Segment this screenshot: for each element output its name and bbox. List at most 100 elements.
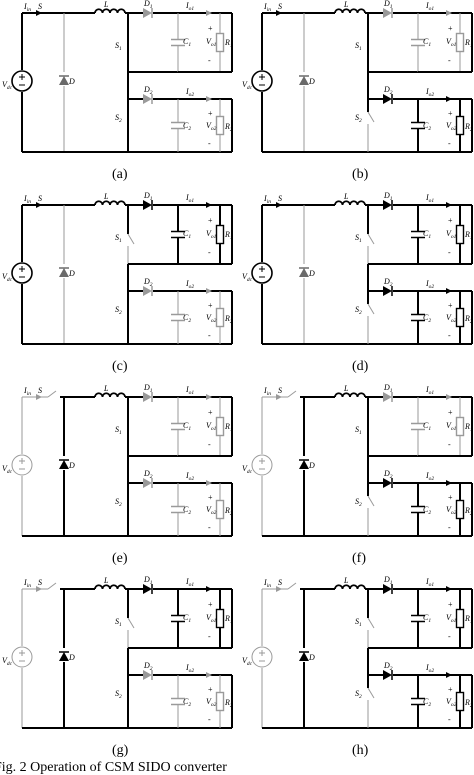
iin-label: Iin xyxy=(263,194,271,205)
resistor-r2-body xyxy=(455,499,465,520)
diode-d1-anode xyxy=(383,8,392,18)
s2-label: S2 xyxy=(115,497,122,508)
diode-d2 xyxy=(143,478,153,488)
current-arrow xyxy=(276,10,282,16)
circuit-panel-h: VdcSIinLDS1S2D1Io1C1R1Vo1+-D2Io2C2R2Vo2+… xyxy=(242,575,473,758)
diode-d-anode xyxy=(299,76,309,85)
resistor-r2 xyxy=(215,675,225,728)
resistor-r1-body xyxy=(455,416,465,437)
vdc-label: Vdc xyxy=(242,464,253,475)
d1-label: D1 xyxy=(143,191,153,202)
vo1-minus: - xyxy=(208,56,211,65)
diode-d xyxy=(299,75,309,85)
d-label: D xyxy=(68,461,75,470)
diode-d-anode xyxy=(299,460,309,469)
io2-label: Io2 xyxy=(185,279,194,290)
c2-label: C2 xyxy=(183,505,191,516)
vo1-label: Vo1 xyxy=(446,421,457,432)
d1-label: D1 xyxy=(143,383,153,394)
capacitor-c2 xyxy=(411,291,425,344)
resistor-r1 xyxy=(455,589,465,648)
s-label: S xyxy=(38,2,42,11)
diode-d-anode xyxy=(59,76,69,85)
source-body xyxy=(251,262,273,284)
resistor-r1-body xyxy=(215,224,225,245)
vo1-minus: - xyxy=(448,440,451,449)
vo1-label: Vo1 xyxy=(206,421,217,432)
current-arrow xyxy=(206,96,212,102)
d1-label: D1 xyxy=(143,575,153,586)
diode-d xyxy=(59,267,69,277)
resistor-r2-body xyxy=(215,307,225,328)
l-label: L xyxy=(343,384,349,393)
diode-d1 xyxy=(383,584,393,594)
vo2-minus: - xyxy=(448,523,451,532)
vo1-minus: - xyxy=(448,632,451,641)
diode-d1-anode xyxy=(143,200,152,210)
s1-label: S1 xyxy=(115,425,122,436)
circuit-panels: VdcSIinLDS1S2D1Io1C1R1Vo1+-D2Io2C2R2Vo2+… xyxy=(2,0,473,758)
current-arrow xyxy=(446,586,452,592)
capacitor-c1 xyxy=(171,397,185,456)
io1-label: Io1 xyxy=(185,385,194,396)
current-arrow xyxy=(206,672,212,678)
diode-d xyxy=(299,459,309,469)
vo2-minus: - xyxy=(208,139,211,148)
capacitor-c1 xyxy=(411,205,425,264)
capacitor-c1 xyxy=(411,13,425,72)
d-label: D xyxy=(308,653,315,662)
current-arrow xyxy=(446,202,452,208)
current-arrow xyxy=(36,202,42,208)
diode-d1 xyxy=(383,392,393,402)
current-arrow xyxy=(206,586,212,592)
diode-d xyxy=(299,267,309,277)
iin-label: Iin xyxy=(23,578,31,589)
s2-label: S2 xyxy=(115,305,122,316)
resistor-r1-body xyxy=(215,416,225,437)
switch-s2-open xyxy=(367,111,375,123)
resistor-r2-body xyxy=(215,115,225,136)
current-arrow xyxy=(446,10,452,16)
capacitor-c2 xyxy=(171,675,185,728)
d-label: D xyxy=(308,269,315,278)
io2-label: Io2 xyxy=(425,471,434,482)
vdc-label: Vdc xyxy=(2,464,13,475)
s2-label: S2 xyxy=(355,113,362,124)
inductor-l xyxy=(94,584,126,590)
capacitor-c2 xyxy=(171,291,185,344)
d-label: D xyxy=(68,653,75,662)
diode-d xyxy=(59,651,69,661)
iin-label: Iin xyxy=(263,386,271,397)
switch-s1-open xyxy=(367,617,375,629)
io1-label: Io1 xyxy=(425,193,434,204)
current-arrow xyxy=(36,586,42,592)
resistor-r2 xyxy=(455,483,465,536)
circuit-panel-b: VdcSIinLDS1S2D1Io1C1R1Vo1+-D2Io2C2R2Vo2+… xyxy=(242,0,473,182)
capacitor-c1 xyxy=(171,13,185,72)
vo2-minus: - xyxy=(448,331,451,340)
s1-label: S1 xyxy=(115,617,122,628)
c2-label: C2 xyxy=(423,697,431,708)
s-label: S xyxy=(38,194,42,203)
diode-d-anode xyxy=(59,460,69,469)
s1-label: S1 xyxy=(355,617,362,628)
diode-d1 xyxy=(143,392,153,402)
current-arrow xyxy=(276,202,282,208)
vo2-label: Vo2 xyxy=(446,697,457,708)
diode-d2-anode xyxy=(383,478,392,488)
circuit-panel-g: VdcSIinLDS1S2D1Io1C1R1Vo1+-D2Io2C2R2Vo2+… xyxy=(2,575,233,758)
resistor-r1 xyxy=(215,397,225,456)
resistor-r1-body xyxy=(455,32,465,53)
vo2-label: Vo2 xyxy=(446,313,457,324)
vo2-plus: + xyxy=(448,493,453,502)
diode-d2 xyxy=(143,94,153,104)
switch-s-open xyxy=(47,390,57,398)
source-body xyxy=(251,646,273,668)
d-label: D xyxy=(68,269,75,278)
vo2-label: Vo2 xyxy=(206,313,217,324)
l-label: L xyxy=(343,576,349,585)
diode-d1-anode xyxy=(383,200,392,210)
resistor-r1 xyxy=(455,397,465,456)
io1-label: Io1 xyxy=(185,193,194,204)
vo1-minus: - xyxy=(208,440,211,449)
